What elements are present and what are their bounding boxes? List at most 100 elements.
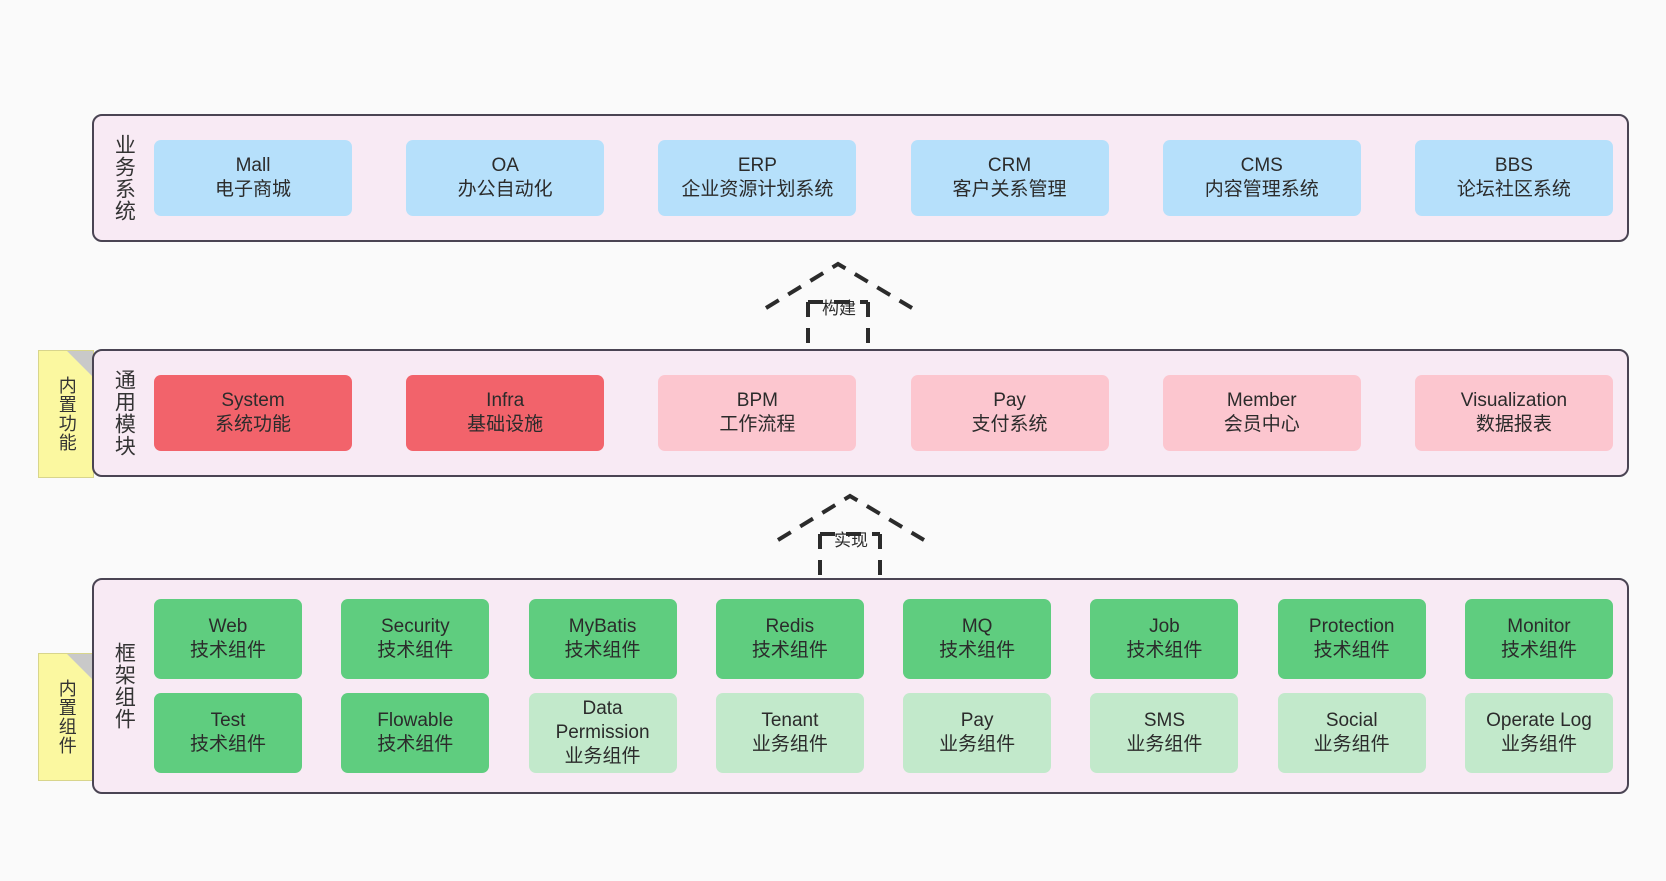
card-mall[interactable]: Mall 电子商城 bbox=[154, 140, 352, 216]
card-protection[interactable]: Protection 技术组件 bbox=[1277, 599, 1426, 679]
card-subtitle: 客户关系管理 bbox=[952, 179, 1067, 200]
card-subtitle: 技术组件 bbox=[751, 640, 828, 661]
card-row: System 系统功能 Infra 基础设施 BPM 工作流程 Pay 支付系统… bbox=[154, 375, 1613, 451]
arrow-implement[interactable]: 实现 bbox=[772, 490, 952, 582]
card-title: Security bbox=[380, 615, 450, 637]
layer-framework-components-body: Web 技术组件 Security 技术组件 MyBatis 技术组件 Redi… bbox=[144, 580, 1627, 792]
card-title: Infra bbox=[486, 389, 525, 411]
card-subtitle: 技术组件 bbox=[1500, 640, 1577, 661]
card-title: BPM bbox=[736, 389, 778, 411]
card-subtitle: 技术组件 bbox=[939, 640, 1016, 661]
card-pay-module[interactable]: Pay 支付系统 bbox=[910, 375, 1109, 451]
card-monitor[interactable]: Monitor 技术组件 bbox=[1464, 599, 1613, 679]
card-row: Mall 电子商城 OA 办公自动化 ERP 企业资源计划系统 CRM 客户关系… bbox=[154, 140, 1613, 216]
card-system[interactable]: System 系统功能 bbox=[154, 375, 352, 451]
card-title: Data bbox=[582, 697, 623, 719]
card-row: Web 技术组件 Security 技术组件 MyBatis 技术组件 Redi… bbox=[154, 599, 1613, 679]
card-subtitle: 办公自动化 bbox=[457, 179, 553, 200]
card-oa[interactable]: OA 办公自动化 bbox=[406, 140, 605, 216]
card-job[interactable]: Job 技术组件 bbox=[1090, 599, 1239, 679]
card-subtitle: 内容管理系统 bbox=[1204, 179, 1319, 200]
card-tenant[interactable]: Tenant 业务组件 bbox=[715, 693, 864, 773]
card-subtitle: 工作流程 bbox=[719, 414, 796, 435]
card-subtitle: 技术组件 bbox=[377, 640, 454, 661]
card-test[interactable]: Test 技术组件 bbox=[154, 693, 302, 773]
arrow-build[interactable]: 构建 bbox=[760, 258, 940, 350]
card-bbs[interactable]: BBS 论坛社区系统 bbox=[1414, 140, 1613, 216]
arrow-implement-label: 实现 bbox=[834, 531, 868, 550]
card-subtitle: 业务组件 bbox=[1313, 734, 1390, 755]
layer-framework-components-title: 框架组件 bbox=[112, 642, 136, 730]
card-sms[interactable]: SMS 业务组件 bbox=[1090, 693, 1239, 773]
card-title: Social bbox=[1325, 709, 1378, 731]
card-subtitle: 电子商城 bbox=[214, 179, 291, 200]
card-title: Test bbox=[210, 709, 246, 731]
layer-common-modules-body: System 系统功能 Infra 基础设施 BPM 工作流程 Pay 支付系统… bbox=[144, 351, 1627, 475]
layer-framework-components[interactable]: 框架组件 Web 技术组件 Security 技术组件 MyBatis 技术组件… bbox=[92, 578, 1629, 794]
card-title: Tenant bbox=[761, 709, 819, 731]
layer-business-system[interactable]: 业务系统 Mall 电子商城 OA 办公自动化 ERP 企业资源计划系统 CRM bbox=[92, 114, 1629, 242]
card-redis[interactable]: Redis 技术组件 bbox=[715, 599, 864, 679]
card-subtitle: 技术组件 bbox=[189, 640, 266, 661]
card-mybatis[interactable]: MyBatis 技术组件 bbox=[528, 599, 677, 679]
card-title: Protection bbox=[1308, 615, 1395, 637]
layer-business-system-body: Mall 电子商城 OA 办公自动化 ERP 企业资源计划系统 CRM 客户关系… bbox=[144, 116, 1627, 240]
card-subtitle: 技术组件 bbox=[189, 734, 266, 755]
card-subtitle: 基础设施 bbox=[467, 414, 544, 435]
card-subtitle: 技术组件 bbox=[377, 734, 454, 755]
card-title: Redis bbox=[765, 615, 815, 637]
folded-corner-icon bbox=[67, 654, 93, 680]
card-title: MyBatis bbox=[568, 615, 637, 637]
card-operate-log[interactable]: Operate Log 业务组件 bbox=[1464, 693, 1613, 773]
card-web[interactable]: Web 技术组件 bbox=[154, 599, 302, 679]
dashed-generalization-arrow-icon bbox=[764, 261, 914, 350]
card-title: Flowable bbox=[377, 709, 454, 731]
note-text: 内置组件 bbox=[56, 679, 77, 755]
card-subtitle: 会员中心 bbox=[1223, 414, 1300, 435]
card-title: Web bbox=[208, 615, 248, 637]
card-bpm[interactable]: BPM 工作流程 bbox=[658, 375, 857, 451]
card-title: Job bbox=[1149, 615, 1180, 637]
arrow-build-label: 构建 bbox=[822, 299, 856, 318]
note-builtin-components[interactable]: 内置组件 bbox=[38, 653, 94, 781]
card-erp[interactable]: ERP 企业资源计划系统 bbox=[658, 140, 857, 216]
card-infra[interactable]: Infra 基础设施 bbox=[406, 375, 605, 451]
card-title: BBS bbox=[1494, 154, 1533, 176]
card-pay-component[interactable]: Pay 业务组件 bbox=[903, 693, 1052, 773]
card-visualization[interactable]: Visualization 数据报表 bbox=[1414, 375, 1613, 451]
card-title-cont: Permission bbox=[555, 721, 650, 743]
card-title: MQ bbox=[961, 615, 993, 637]
card-title: SMS bbox=[1143, 709, 1185, 731]
card-title: System bbox=[221, 389, 285, 411]
card-mq[interactable]: MQ 技术组件 bbox=[903, 599, 1052, 679]
card-title: ERP bbox=[737, 154, 777, 176]
note-text: 内置功能 bbox=[56, 376, 77, 452]
card-social[interactable]: Social 业务组件 bbox=[1277, 693, 1426, 773]
card-subtitle: 论坛社区系统 bbox=[1456, 179, 1571, 200]
card-crm[interactable]: CRM 客户关系管理 bbox=[910, 140, 1109, 216]
card-title: CRM bbox=[987, 154, 1032, 176]
card-title: Mall bbox=[235, 154, 271, 176]
layer-common-modules-title: 通用模块 bbox=[112, 369, 136, 457]
card-title: Member bbox=[1226, 389, 1297, 411]
layer-common-modules[interactable]: 通用模块 System 系统功能 Infra 基础设施 BPM 工作流程 Pay bbox=[92, 349, 1629, 477]
card-cms[interactable]: CMS 内容管理系统 bbox=[1162, 140, 1361, 216]
card-subtitle: 系统功能 bbox=[214, 414, 291, 435]
card-security[interactable]: Security 技术组件 bbox=[341, 599, 490, 679]
card-title: CMS bbox=[1240, 154, 1283, 176]
layer-business-system-title: 业务系统 bbox=[112, 134, 136, 222]
card-title: Visualization bbox=[1460, 389, 1568, 411]
card-subtitle: 技术组件 bbox=[1313, 640, 1390, 661]
card-data-permission[interactable]: Data Permission 业务组件 bbox=[528, 693, 677, 773]
card-member[interactable]: Member 会员中心 bbox=[1162, 375, 1361, 451]
card-subtitle: 技术组件 bbox=[1126, 640, 1203, 661]
card-title: Pay bbox=[960, 709, 994, 731]
card-flowable[interactable]: Flowable 技术组件 bbox=[341, 693, 490, 773]
card-subtitle: 业务组件 bbox=[1500, 734, 1577, 755]
card-subtitle: 业务组件 bbox=[564, 746, 641, 768]
note-builtin-features[interactable]: 内置功能 bbox=[38, 350, 94, 478]
card-title: OA bbox=[491, 154, 519, 176]
card-subtitle: 数据报表 bbox=[1475, 414, 1552, 435]
card-subtitle: 业务组件 bbox=[1126, 734, 1203, 755]
